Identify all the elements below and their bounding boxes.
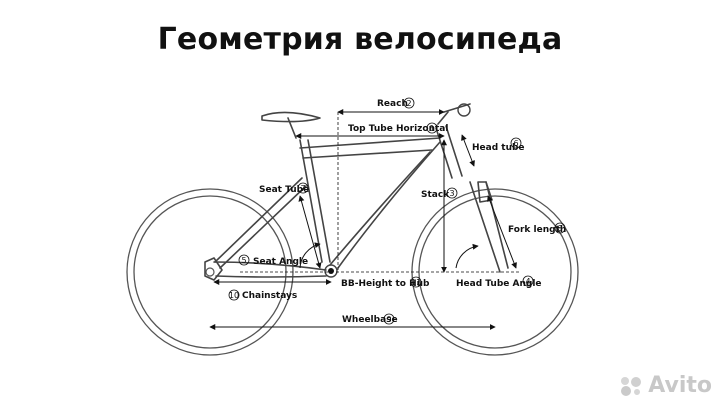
badge-stack: 3 <box>449 189 454 198</box>
badge-head-tube-angle: 4 <box>525 277 530 286</box>
label-seat-angle-text: Seat Angle <box>253 257 308 267</box>
label-top-tube: Top Tube Horizontal 1 <box>348 122 448 134</box>
label-seat-tube-text: Seat Tube <box>259 185 309 195</box>
badge-reach: 2 <box>406 99 411 108</box>
label-fork-length: Fork length 8 <box>508 222 566 235</box>
badge-fork-length: 8 <box>557 224 562 233</box>
page-title: Геометрия велосипеда <box>157 22 563 57</box>
label-wheelbase-text: Wheelbase <box>342 315 398 325</box>
angle-seat <box>240 242 330 273</box>
badge-bb-height: 11 <box>411 278 421 287</box>
dim-head-tube <box>461 134 475 167</box>
label-head-tube-angle-text: Head Tube Angle <box>456 279 542 289</box>
dim-fork-length <box>487 195 517 269</box>
dim-seat-tube <box>298 195 322 269</box>
watermark-text: Avito <box>648 373 712 398</box>
label-bb-height-text: BB-Height to Hub <box>341 279 430 289</box>
label-seat-tube: Seat Tube 7 <box>259 182 309 195</box>
label-stack: Stack 3 <box>421 187 458 200</box>
label-head-tube: Head tube 6 <box>472 137 525 153</box>
badge-chainstays: 10 <box>229 291 239 300</box>
label-wheelbase: Wheelbase 9 <box>342 313 398 325</box>
label-bb-height: BB-Height to Hub 11 <box>341 276 430 289</box>
badge-head-tube: 6 <box>513 139 518 148</box>
label-seat-angle: 5 Seat Angle <box>238 254 308 267</box>
label-fork-length-text: Fork length <box>508 225 566 235</box>
rear-wheel <box>126 188 294 356</box>
label-reach-text: Reach <box>377 99 408 109</box>
label-reach: Reach 2 <box>377 97 415 109</box>
label-head-tube-angle: Head Tube Angle 4 <box>456 275 542 289</box>
badge-seat-tube: 7 <box>300 184 305 193</box>
label-chainstays: 10 Chainstays <box>228 289 297 301</box>
avito-logo-icon <box>621 376 642 396</box>
label-head-tube-text: Head tube <box>472 143 525 153</box>
label-top-tube-text: Top Tube Horizontal <box>348 124 448 134</box>
badge-wheelbase: 9 <box>386 315 391 324</box>
avito-watermark: Avito <box>618 373 712 398</box>
badge-seat-angle: 5 <box>241 256 246 265</box>
label-stack-text: Stack <box>421 190 450 200</box>
label-chainstays-text: Chainstays <box>242 291 297 301</box>
badge-top-tube: 1 <box>429 124 434 133</box>
angle-head-tube <box>455 243 479 269</box>
